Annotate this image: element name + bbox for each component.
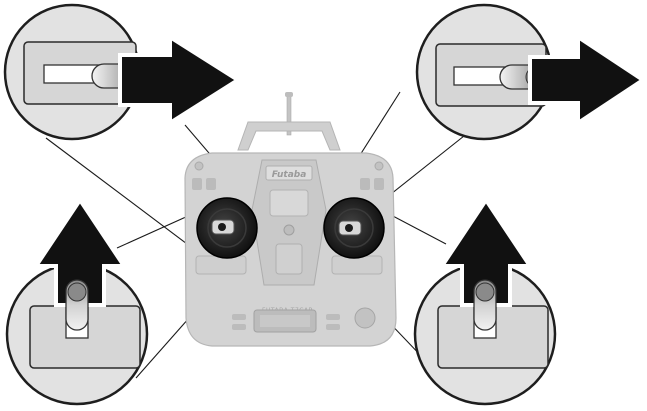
callout-bottom-left [5,196,149,406]
arrow-up-icon [438,196,534,307]
carry-handle [237,121,341,151]
callout-top-left [3,3,242,141]
arrow-right-icon [118,33,242,127]
arrow-up-icon [32,196,128,307]
arrow-right-icon [528,33,647,127]
right-stick-gimbal [323,197,385,259]
callout-top-right [415,3,647,141]
callout-bottom-right [413,196,557,406]
power-dial [354,307,376,329]
brand-logo: Futaba [272,170,307,180]
left-stick-gimbal [196,197,258,259]
